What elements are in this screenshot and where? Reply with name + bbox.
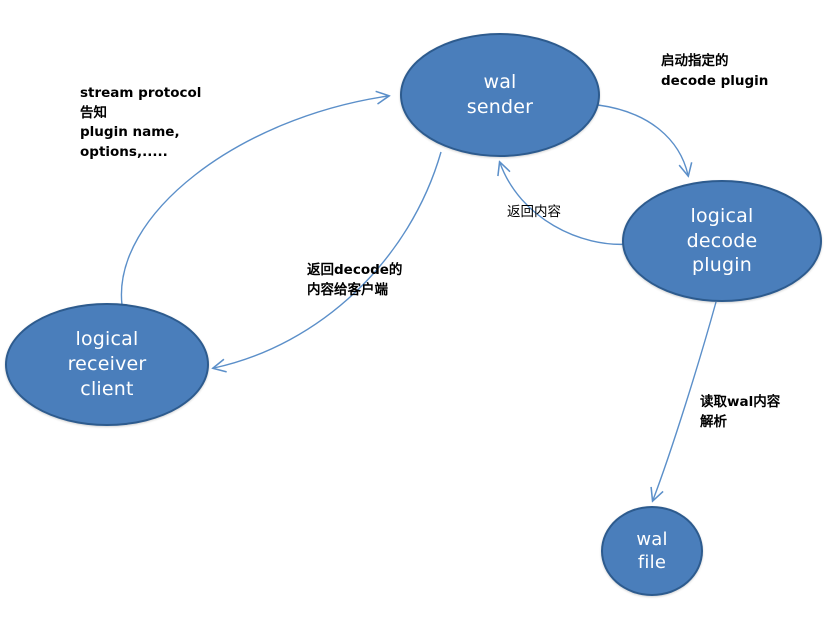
node-wal-sender[interactable]: wal sender <box>400 33 600 157</box>
edge-sender-to-plugin <box>597 104 688 175</box>
edge-label-plugin-to-walfile: 读取wal内容 解析 <box>700 394 781 430</box>
node-wal-sender-label: wal sender <box>466 71 534 118</box>
edge-label-plugin-to-sender: 返回内容 <box>507 204 561 220</box>
edge-sender-to-client <box>214 151 442 368</box>
node-logical-decode-plugin[interactable]: logical decode plugin <box>622 180 822 302</box>
edge-label-sender-to-plugin: 启动指定的 decode plugin <box>661 53 769 89</box>
node-wal-file-label: wal file <box>636 528 668 573</box>
edge-label-sender-to-client: 返回decode的 内容给客户端 <box>307 262 403 298</box>
node-wal-file[interactable]: wal file <box>601 506 703 596</box>
edge-label-client-to-sender: stream protocol 告知 plugin name, options,… <box>80 85 202 160</box>
node-logical-receiver-client-label: logical receiver client <box>67 328 147 400</box>
node-logical-receiver-client[interactable]: logical receiver client <box>5 303 209 426</box>
node-logical-decode-plugin-label: logical decode plugin <box>686 204 758 277</box>
